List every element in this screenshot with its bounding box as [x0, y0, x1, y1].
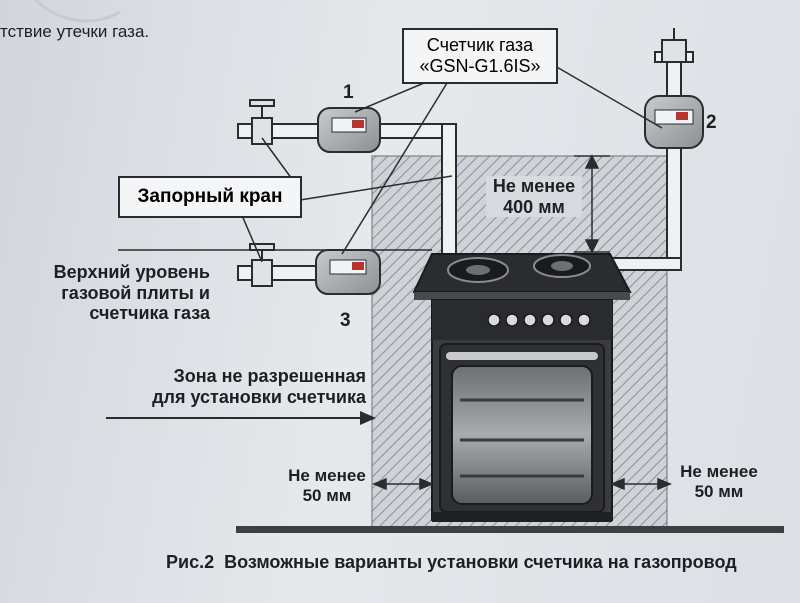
variant-number-3: 3 — [340, 310, 351, 331]
stamp-fragment — [34, 0, 121, 23]
dimension-50mm-right — [610, 477, 672, 491]
valve-label: Запорный кран — [137, 186, 283, 207]
valve-top — [249, 99, 275, 145]
min50-left-line2: 50 мм — [302, 485, 352, 505]
top-text: тствие утечки газа. — [0, 22, 150, 41]
min50-right-label: Не менее 50 мм — [676, 462, 762, 501]
meter-label-line2: «GSN-G1.6IS» — [419, 56, 541, 76]
gas-stove — [412, 253, 632, 522]
level-label: Верхний уровень газовой плиты и счетчика… — [28, 262, 210, 324]
valve-bottom — [249, 243, 275, 287]
figure-caption: Рис.2 Возможные варианты установки счетч… — [166, 552, 737, 572]
zone-label: Зона не разрешенная для установки счетчи… — [110, 366, 366, 407]
gas-meter-1 — [317, 107, 381, 153]
min50-right-line2: 50 мм — [694, 481, 744, 501]
meter-label-line1: Счетчик газа — [426, 35, 534, 55]
variant-number-2: 2 — [706, 112, 717, 133]
zone-label-line1: Зона не разрешенная — [173, 366, 367, 386]
min400-line1: Не менее — [492, 176, 576, 196]
min50-right-line1: Не менее — [680, 462, 758, 481]
level-label-line2: газовой плиты и — [61, 282, 210, 303]
level-label-line1: Верхний уровень — [53, 262, 210, 282]
meter-label-box: Счетчик газа «GSN-G1.6IS» — [402, 28, 558, 84]
min50-left-label: Не менее 50 мм — [284, 466, 370, 505]
valve-right — [661, 28, 687, 63]
gas-meter-3 — [315, 249, 381, 295]
dimension-400mm — [574, 154, 610, 254]
min400-line2: 400 мм — [503, 196, 565, 217]
min400-label: Не менее 400 мм — [486, 176, 582, 218]
zone-label-line2: для установки счетчика — [152, 386, 366, 407]
floor — [236, 526, 784, 533]
stove-knobs — [487, 313, 591, 327]
valve-label-box: Запорный кран — [118, 176, 302, 218]
level-label-line3: счетчика газа — [89, 303, 210, 324]
min50-left-line1: Не менее — [288, 466, 366, 485]
zone-arrow — [106, 411, 376, 425]
variant-number-1: 1 — [343, 82, 354, 103]
gas-meter-2 — [644, 95, 704, 149]
dimension-50mm-left — [372, 477, 434, 491]
